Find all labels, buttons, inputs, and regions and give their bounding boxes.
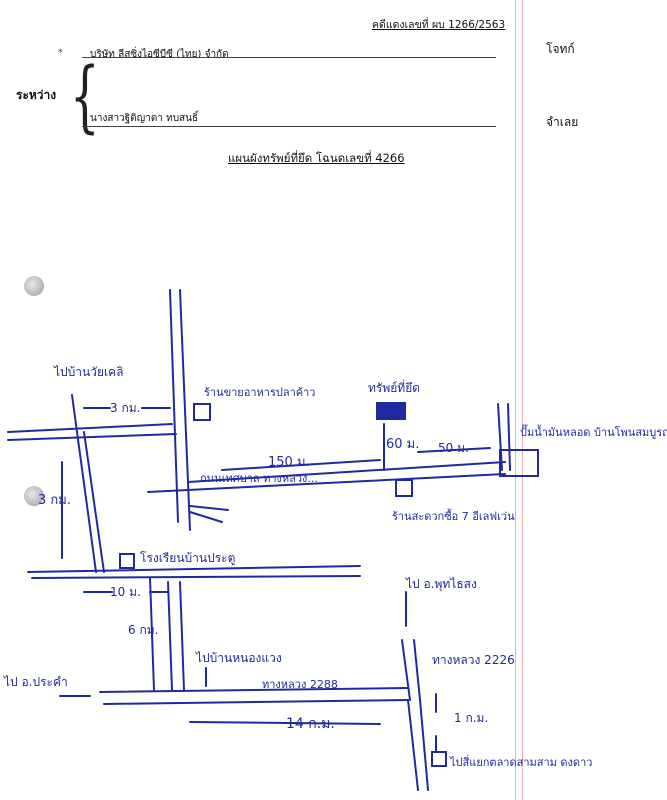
- label-bottom-right: ไปสี่แยกตลาดสามสาม ดงดาว: [449, 754, 592, 769]
- map-road: [147, 473, 506, 493]
- arrow-line: [417, 447, 491, 453]
- label-50m: 50 ม.: [438, 441, 469, 455]
- label-shop: ร้านขายอาหารปลาค้าว: [204, 386, 315, 399]
- defendant-name: นางสาวฐิติญาดา ทบสนธิ์: [90, 113, 199, 124]
- map-road: [179, 289, 191, 531]
- label-property: ทรัพย์ที่ยึด: [368, 379, 420, 395]
- map-road: [507, 403, 511, 471]
- label-highway-2226: ทางหลวง 2226: [432, 653, 515, 667]
- map-road: [187, 461, 506, 483]
- map-road: [103, 699, 409, 705]
- label-14km: 14 ก.ม.: [286, 716, 335, 732]
- map-road: [7, 433, 177, 441]
- gas-station-box: [499, 449, 539, 477]
- map-road: [169, 289, 179, 523]
- between-label: ระหว่าง: [16, 88, 57, 102]
- label-seven-eleven: ร้านสะดวกซื้อ 7 อีเลฟเว่น: [392, 508, 515, 523]
- label-60m: 60 ม.: [386, 437, 419, 452]
- map-road: [149, 577, 155, 691]
- map-road: [27, 565, 361, 573]
- map-road: [419, 699, 429, 791]
- school-box: [119, 553, 135, 569]
- label-to-prakham: ไป อ.ประคำ: [3, 675, 68, 689]
- map-road: [71, 394, 97, 573]
- label-road-name: ถนนเทศบาล ทางหลวง...: [200, 472, 318, 485]
- map-road: [7, 423, 173, 433]
- label-to-village: ไปบ้านวัยเคลิ: [53, 365, 123, 379]
- page-title: แผนผังทรัพย์ที่ยึด โฉนดเลขที่ 4266: [228, 151, 405, 165]
- brace-icon: {: [69, 52, 100, 142]
- shop-box: [193, 403, 211, 421]
- map-road: [99, 687, 409, 693]
- label-to-phutthaisong: ไป อ.พุทไธสง: [405, 577, 477, 592]
- map-road: [407, 699, 419, 791]
- map-road: [179, 581, 185, 691]
- property-marker: [376, 402, 406, 420]
- map-road: [189, 505, 229, 511]
- label-gas-station: ปั๊มน้ำมันหลอด บ้านโพนสมบูรณ์: [520, 424, 667, 439]
- plaintiff-role: โจทก์: [546, 42, 575, 56]
- margin-line-red: [522, 0, 523, 800]
- punch-hole-bottom: [24, 486, 44, 506]
- map-road: [167, 581, 173, 691]
- defendant-underline: [82, 126, 496, 127]
- map-road: [413, 639, 421, 701]
- star-mark: *: [58, 48, 63, 58]
- label-3km-left: 3 กม.: [38, 493, 71, 508]
- label-1km: 1 ก.ม.: [454, 711, 488, 725]
- label-highway-2288: ทางหลวง 2288: [262, 678, 338, 691]
- map-road: [401, 639, 411, 701]
- label-6km: 6 กม.: [128, 623, 158, 637]
- map-road: [497, 403, 503, 471]
- plaintiff-name: บริษัท ลีสซิ่งไอซีบีซี (ไทย) จำกัด: [90, 49, 229, 60]
- map-road: [189, 511, 223, 523]
- label-to-village2: ไปบ้านหนองแวง: [195, 651, 282, 665]
- map-road: [31, 575, 361, 579]
- label-150m: 150 ม.: [268, 455, 310, 470]
- bottom-box: [431, 751, 447, 767]
- punch-hole-top: [24, 276, 44, 296]
- seven-eleven-box: [395, 479, 413, 497]
- label-3km-top: 3 กม.: [110, 401, 140, 415]
- margin-line: [515, 0, 516, 800]
- label-school: โรงเรียนบ้านประตู: [140, 551, 235, 566]
- map-road: [83, 431, 105, 573]
- map-road: [189, 721, 381, 725]
- label-10m: 10 ม.: [110, 585, 141, 599]
- arrow-line: [221, 459, 381, 471]
- plaintiff-underline: [82, 57, 496, 58]
- case-number: คดีแดงเลขที่ ผบ 1266/2563: [372, 19, 506, 31]
- defendant-role: จำเลย: [546, 115, 579, 129]
